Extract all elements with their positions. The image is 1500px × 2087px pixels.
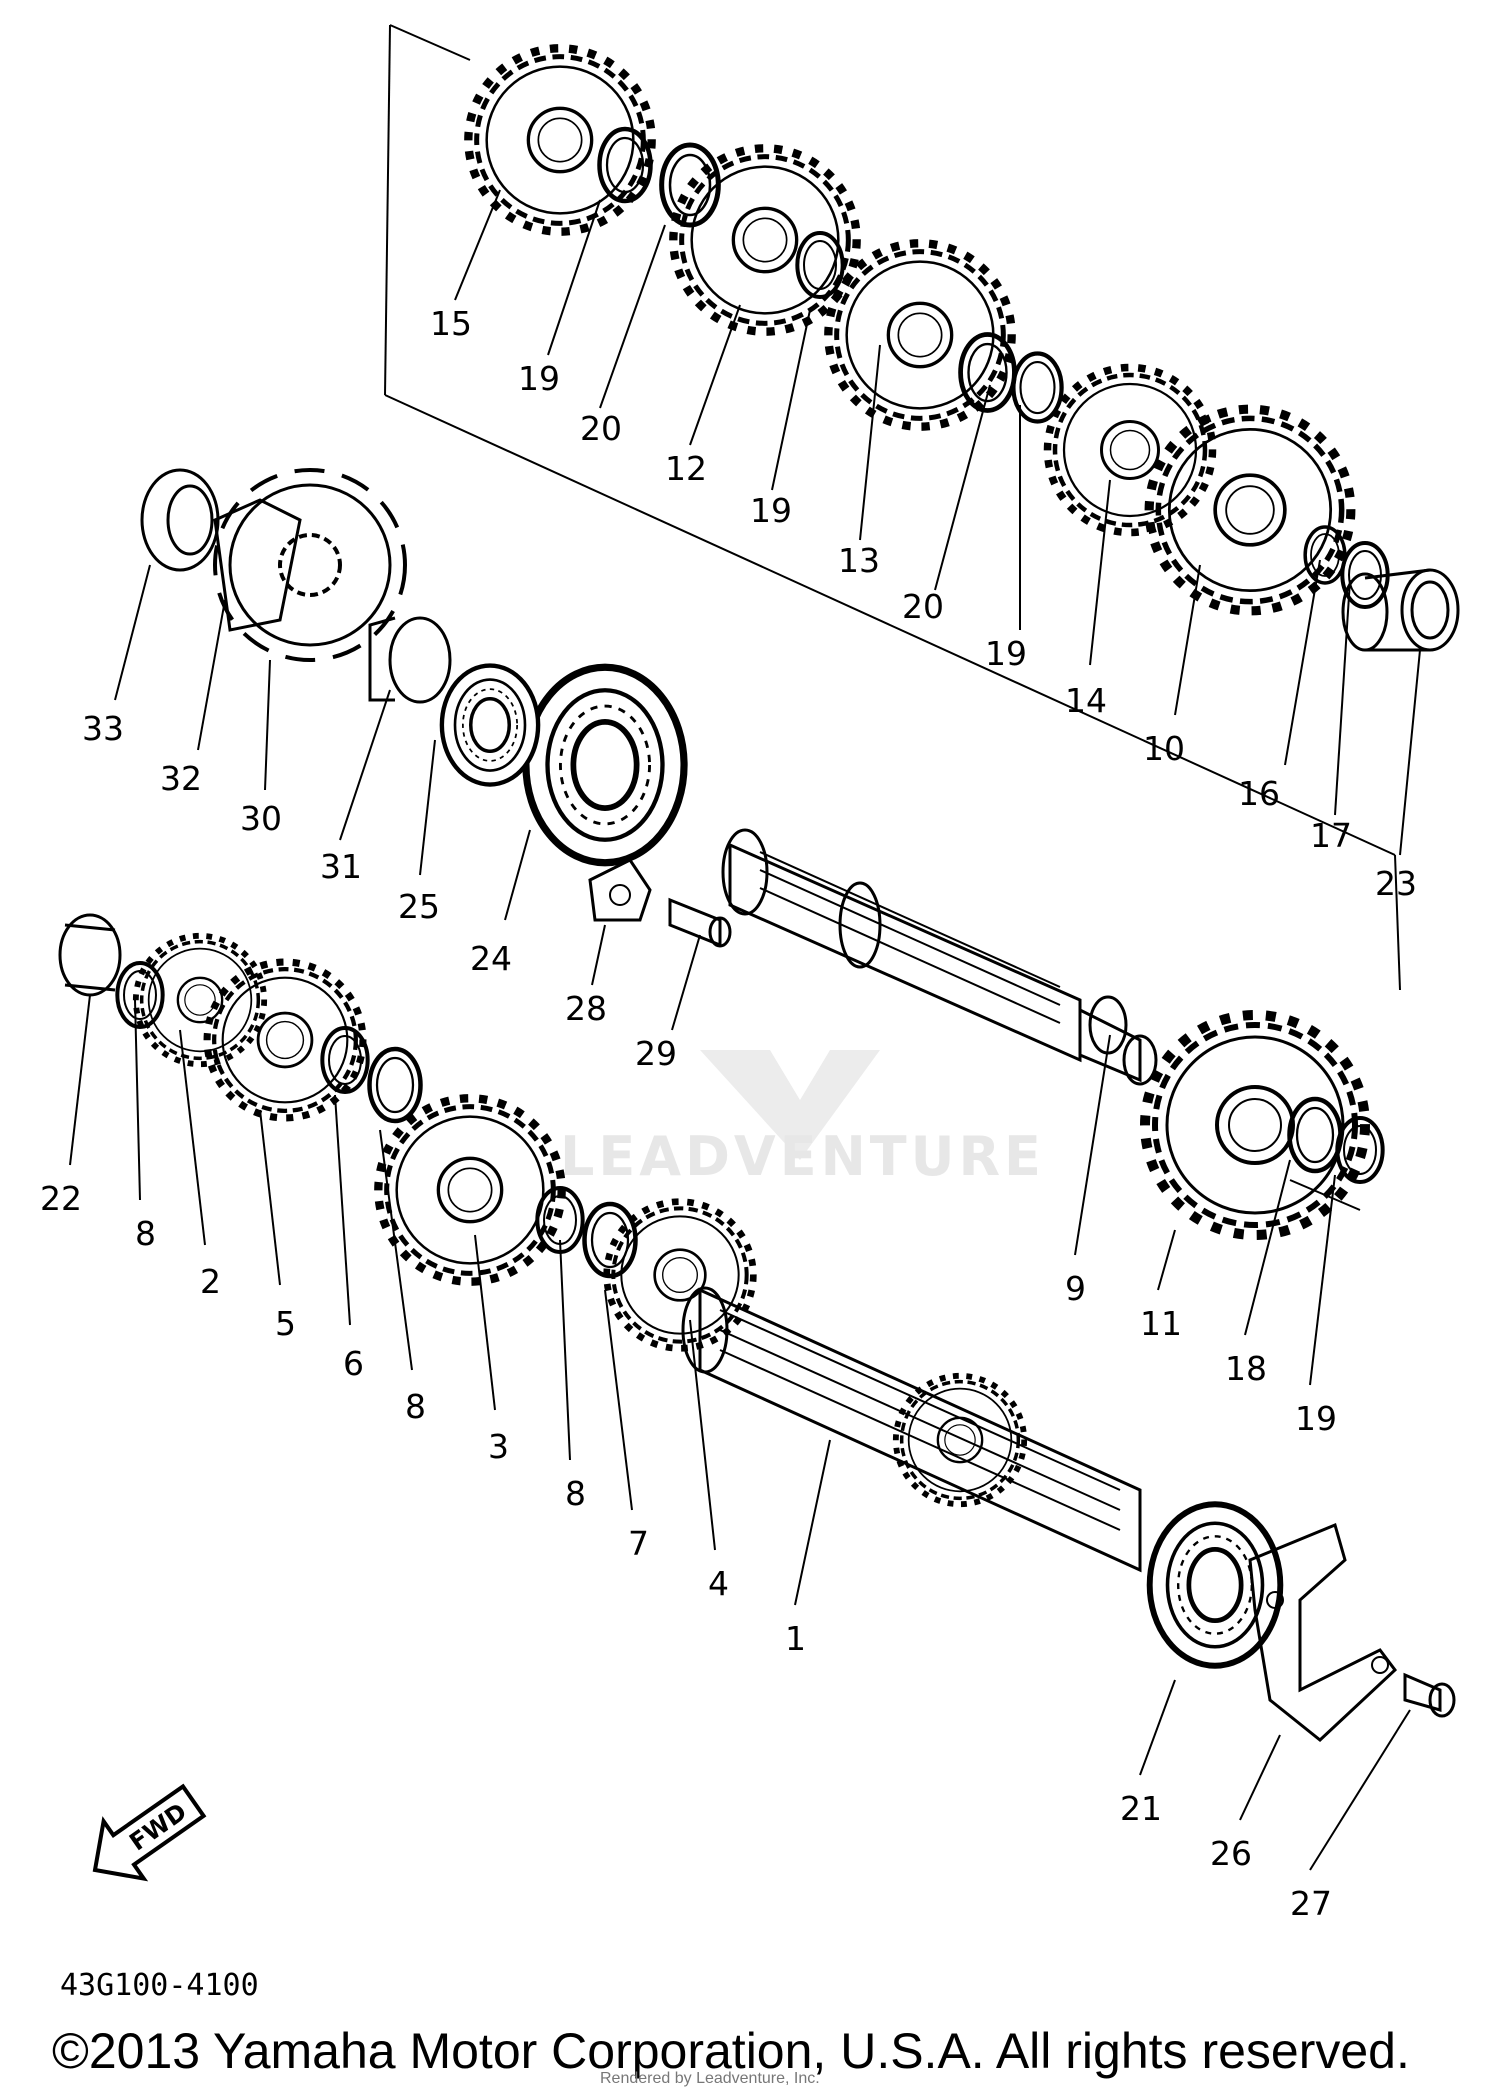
callout-21: 21 <box>1120 1789 1162 1828</box>
callout-29: 29 <box>635 1034 677 1073</box>
callout-2: 2 <box>200 1262 221 1301</box>
callout-1: 1 <box>785 1619 806 1658</box>
callout-11: 11 <box>1140 1304 1182 1343</box>
callout-4: 4 <box>708 1564 729 1603</box>
callout-19: 19 <box>1295 1399 1337 1438</box>
callout-19: 19 <box>750 491 792 530</box>
main-axle-gear-stack <box>468 48 1460 652</box>
watermark: LEADVENTURE <box>560 1050 1045 1188</box>
callout-22: 22 <box>40 1179 82 1218</box>
rendered-by-note: Rendered by Leadventure, Inc. <box>600 2070 820 2087</box>
callout-12: 12 <box>665 449 707 488</box>
copyright-notice: ©2013 Yamaha Motor Corporation, U.S.A. A… <box>52 2023 1410 2079</box>
callout-24: 24 <box>470 939 512 978</box>
callout-labels: 15 19 20 12 19 13 20 19 14 10 16 17 23 3… <box>40 304 1417 1923</box>
assembly-outline <box>384 24 1401 1211</box>
callout-5: 5 <box>275 1304 296 1343</box>
callout-16: 16 <box>1238 774 1280 813</box>
callout-31: 31 <box>320 847 362 886</box>
leader-lines <box>69 189 1421 1871</box>
main-axle-assembly <box>58 913 1456 1742</box>
callout-20: 20 <box>580 409 622 448</box>
callout-20: 20 <box>902 587 944 626</box>
callout-28: 28 <box>565 989 607 1028</box>
callout-27: 27 <box>1290 1884 1332 1923</box>
callout-7: 7 <box>628 1524 649 1563</box>
callout-8: 8 <box>135 1214 156 1253</box>
callout-25: 25 <box>398 887 440 926</box>
callout-14: 14 <box>1065 681 1107 720</box>
callout-19: 19 <box>518 359 560 398</box>
drive-axle-assembly <box>140 468 1385 1235</box>
callout-13: 13 <box>838 541 880 580</box>
callout-33: 33 <box>82 709 124 748</box>
watermark-text: LEADVENTURE <box>560 1125 1045 1188</box>
callout-32: 32 <box>160 759 202 798</box>
callout-9: 9 <box>1065 1269 1086 1308</box>
diagram-code: 43G100-4100 <box>60 1968 259 2003</box>
callout-26: 26 <box>1210 1834 1252 1873</box>
callout-17: 17 <box>1310 816 1352 855</box>
callout-6: 6 <box>343 1344 364 1383</box>
callout-19: 19 <box>985 634 1027 673</box>
callout-30: 30 <box>240 799 282 838</box>
callout-10: 10 <box>1143 729 1185 768</box>
callout-23: 23 <box>1375 864 1417 903</box>
fwd-arrow: FWD <box>92 1783 207 1882</box>
callout-8: 8 <box>405 1387 426 1426</box>
callout-8: 8 <box>565 1474 586 1513</box>
callout-3: 3 <box>488 1427 509 1466</box>
callout-15: 15 <box>430 304 472 343</box>
callout-18: 18 <box>1225 1349 1267 1388</box>
